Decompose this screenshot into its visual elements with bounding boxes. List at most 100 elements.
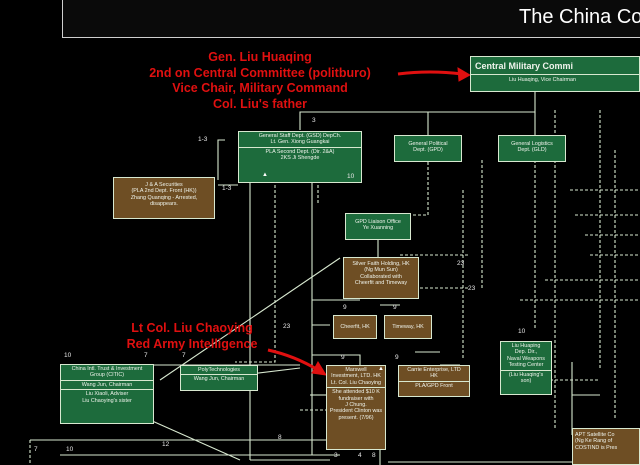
node-row: (Liu Huaqing's son) — [501, 369, 551, 385]
node-line: Investment, LTD. HK — [331, 373, 381, 380]
node-line: GPD Liaison Office — [355, 219, 401, 225]
connector — [312, 354, 361, 365]
node-line: (Ng Ke Rang of — [575, 438, 613, 445]
node-general-logistics-dept: General Logistics Dept. (GLD) — [498, 135, 566, 162]
node-line: J Chung. — [345, 401, 367, 408]
edge-label: 3 — [312, 117, 316, 124]
triangle-icon: ▲ — [262, 172, 268, 178]
annotation-liu-chaoying: Lt Col. Liu Chaoying Red Army Intelligen… — [112, 321, 272, 352]
node-line: son) — [520, 377, 532, 384]
node-line: Carrie Enterprise, LTD — [407, 367, 461, 373]
node-line: Ye Xuanning — [362, 225, 394, 232]
node-row: PLA Second Dept. (Dir. 2&A) 2KS Ji Sheng… — [239, 146, 361, 162]
node-line: J & A Securities — [145, 182, 183, 188]
node-line: Silver Faith Holding, HK — [352, 261, 410, 267]
node-cheerfit: Cheerfit, HK — [333, 315, 377, 339]
page-title: The China Conn — [519, 6, 640, 28]
edge-label: 4 — [358, 452, 362, 459]
connector — [217, 139, 225, 180]
edge-label: 8 — [372, 452, 376, 459]
edge-label: 23 — [457, 260, 465, 267]
node-row: Liu Xiaoli, Adviser Liu Chaoying's siste… — [61, 389, 153, 404]
edge-label: 3 — [334, 452, 338, 459]
edge-label: 10 — [518, 328, 526, 335]
node-line: General Logistics — [511, 141, 553, 147]
edge-label: 1-3 — [198, 136, 208, 143]
arrow-head — [457, 67, 472, 82]
node-row: Wang Jun, Chairman — [61, 379, 153, 388]
node-line: HK — [430, 373, 438, 380]
arrow-to-marswell — [267, 348, 319, 372]
node-citic: China Intl. Trust & Investment Group (CI… — [60, 364, 154, 424]
node-line: Collaborated with — [360, 273, 402, 280]
node-marswell-investment: Marswell Investment, LTD. HK Lt. Col. Li… — [326, 365, 386, 450]
edge-label: 9 — [343, 304, 347, 311]
annotation-line: 2nd on Central Committee (politburo) — [149, 65, 371, 80]
edge-label: 7 — [34, 446, 38, 453]
edge-label: 12 — [162, 441, 170, 448]
node-line: COSTIND is Pres — [575, 444, 618, 451]
node-subtitle: Liu Huaqing, Vice Chairman — [471, 73, 639, 83]
edge-label: 7 — [182, 352, 186, 359]
edge-label: 10 — [347, 173, 355, 180]
node-liu-huaping: Liu Huaping Dep. Dir., Naval Weapons Tes… — [500, 341, 552, 395]
edge-label: 9 — [341, 354, 345, 361]
node-line: Liu Chaoying's sister — [82, 397, 132, 404]
node-polytechnologies: PolyTechnologies Wang Jun, Chairman — [180, 365, 258, 391]
node-general-political-dept: General Political Dept. (GPD) — [394, 135, 462, 162]
node-line: Marswell — [345, 367, 367, 373]
node-central-military-commission: Central Military Commi Liu Huaqing, Vice… — [470, 56, 640, 92]
annotation-line: Col. Liu's father — [213, 96, 307, 111]
node-line: Group (CITIC) — [89, 372, 125, 379]
node-line: APT Satellite Co — [575, 432, 615, 438]
node-general-staff-dept: General Staff Dept. (GSD) DepCh. Lt. Gen… — [238, 131, 362, 183]
node-line: General Staff Dept. (GSD) DepCh. — [258, 133, 342, 139]
node-line: General Political — [408, 141, 448, 147]
edge-label: 10 — [64, 352, 72, 359]
annotation-line: Gen. Liu Huaqing — [208, 50, 312, 64]
node-line: Dept. (GPD) — [413, 147, 443, 154]
annotation-line: Vice Chair, Military Command — [172, 81, 348, 95]
node-line: fundraiser with — [338, 395, 374, 402]
node-line: Cheerfit, HK — [340, 324, 370, 330]
connector — [159, 257, 341, 381]
node-line: Liu Xiaoli, Adviser — [85, 391, 129, 398]
node-ja-securities: J & A Securities (PLA 2nd Dept. Front (H… — [113, 177, 215, 219]
node-line: Testing Center — [508, 362, 544, 369]
node-line: She attended $10 K — [332, 389, 380, 396]
edge-label: 23 — [283, 323, 291, 330]
title-bar: The China Conn — [62, 0, 640, 38]
node-line: Dept. (GLD) — [517, 147, 547, 154]
node-line: Liu Huaping — [511, 343, 541, 349]
triangle-icon: ▲ — [378, 366, 384, 372]
node-line: Cheerfit and Timeway — [354, 280, 408, 287]
connector — [299, 92, 536, 130]
edge-label: 23 — [468, 285, 476, 292]
dashed-connector — [235, 160, 276, 363]
node-line: (Ng Mun Sun) — [364, 267, 398, 274]
annotation-line: Lt Col. Liu Chaoying — [131, 321, 253, 335]
node-line: Timeway, HK — [392, 324, 424, 330]
node-carrie-enterprise: Carrie Enterprise, LTD HK PLA/GPD Front — [398, 365, 470, 397]
node-line: President Clinton was — [329, 408, 383, 415]
node-silver-faith-holding: Silver Faith Holding, HK (Ng Mun Sun) Co… — [343, 257, 419, 299]
node-line: Lt. Col. Liu Chaoying — [330, 379, 382, 386]
node-line: PLA Second Dept. (Dir. 2&A) — [265, 148, 335, 155]
edge-label: 10 — [66, 446, 74, 453]
node-row: Wang Jun, Chairman — [181, 374, 257, 382]
node-line: disappears. — [150, 201, 178, 208]
edge-label: 7 — [144, 352, 148, 359]
node-line: (PLA 2nd Dept. Front (HK)) — [131, 188, 197, 195]
node-line: 2KS Ji Shengde — [280, 155, 320, 162]
arrow-to-cmc — [397, 70, 463, 76]
node-line: present. (7/96) — [338, 414, 374, 421]
annotation-line: Red Army Intelligence — [126, 336, 258, 351]
node-line: Dep. Dir., — [514, 349, 538, 356]
edge-label: 1-3 — [222, 185, 232, 192]
dashed-connector — [410, 162, 429, 216]
node-title: Central Military Commi — [475, 61, 574, 71]
node-line: Zhang Quanqing - Arrested, — [130, 194, 198, 201]
node-apt-satellite: APT Satellite Co (Ng Ke Rang of COSTIND … — [572, 428, 640, 465]
node-line: Naval Weapons — [507, 355, 545, 362]
node-row: She attended $10 K fundraiser with J Chu… — [327, 387, 385, 421]
